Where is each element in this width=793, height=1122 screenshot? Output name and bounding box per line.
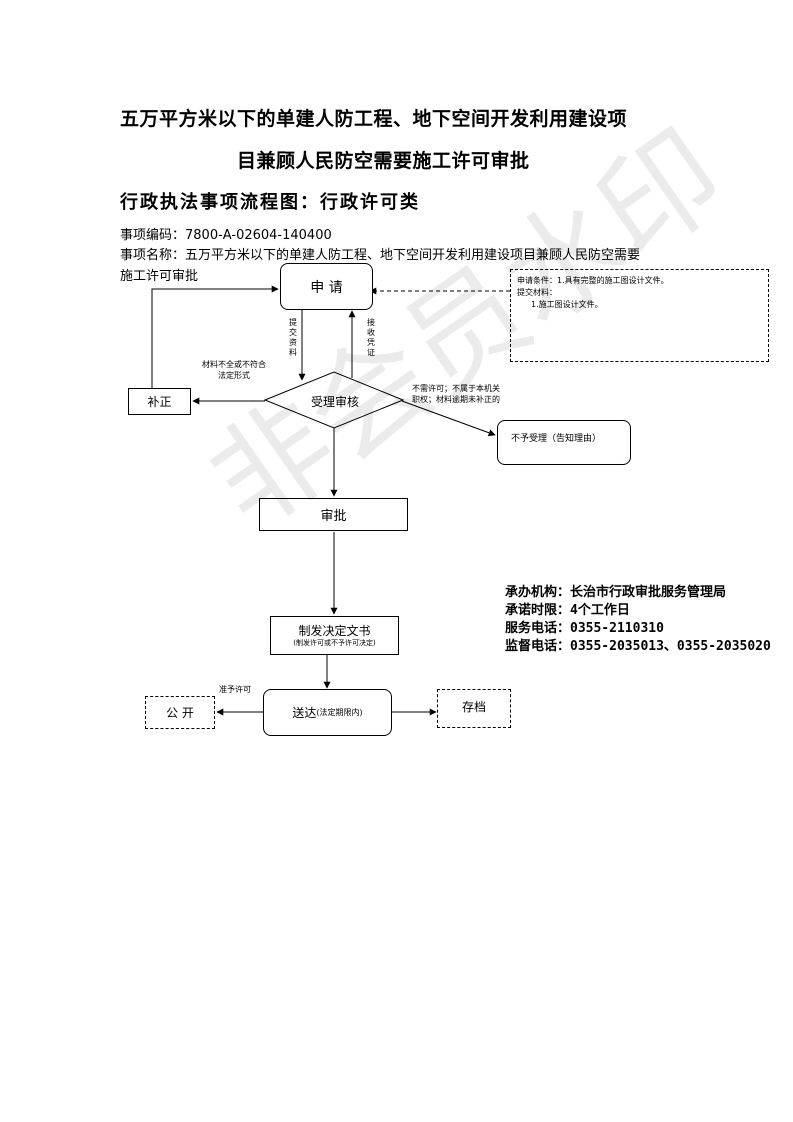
grant-label: 准予许可 [219,685,251,694]
noneed-label-1: 不需许可；不属于本机关 [412,384,500,393]
reject-node: 不予受理（告知理由） [497,420,631,465]
item-code: 事项编码：7800-A-02604-140400 [120,228,332,243]
decision-node: 制发决定文书 (制发许可或不予许可决定) [270,616,399,655]
agency-info: 承办机构：长治市行政审批服务管理局 [505,585,727,600]
service-phone-info: 服务电话：0355-2110310 [505,621,664,636]
review-node: 受理审核 [310,395,359,409]
page-title-line1: 五万平方米以下的单建人防工程、地下空间开发利用建设项 [120,108,628,130]
section-heading: 行政执法事项流程图：行政许可类 [120,192,420,213]
deliver-subtitle: (法定期限内) [316,708,363,717]
decision-subtitle: (制发许可或不予许可决定) [293,638,376,647]
conditions-box: 申请条件：1.具有完整的施工图设计文件。 提交材料： 1.施工图设计文件。 [510,269,769,362]
noneed-label-2: 职权；材料逾期未补正的 [412,395,500,404]
approve-node: 审批 [259,498,408,531]
archive-node: 存档 [437,689,511,728]
incomplete-label-1: 材料不全或不符合 [202,360,266,369]
time-info: 承诺时限：4个工作日 [505,603,630,618]
item-name-line1: 事项名称：五万平方米以下的单建人防工程、地下空间开发利用建设项目兼顾人民防空需要 [120,248,641,263]
submit-label: 提交资料 [289,318,297,357]
item-name-line2: 施工许可审批 [120,269,199,284]
supervise-phone-info: 监督电话：0355-2035013、0355-2035020 [505,639,771,654]
supplement-node: 补正 [128,388,191,415]
receipt-label: 接收凭证 [367,318,375,357]
conditions-line1: 申请条件：1.具有完整的施工图设计文件。 [517,276,669,285]
conditions-line3: 1.施工图设计文件。 [531,300,603,309]
page-title-line2: 目兼顾人民防空需要施工许可审批 [237,150,530,172]
decision-title: 制发决定文书 [298,623,371,638]
conditions-line2: 提交材料： [517,288,557,297]
incomplete-label-2: 法定形式 [218,371,250,380]
deliver-title: 送达 [292,706,317,720]
apply-node: 申 请 [280,263,373,310]
review-diamond [263,371,405,429]
publish-node: 公 开 [145,696,215,729]
deliver-node: 送达(法定期限内) [263,689,392,736]
